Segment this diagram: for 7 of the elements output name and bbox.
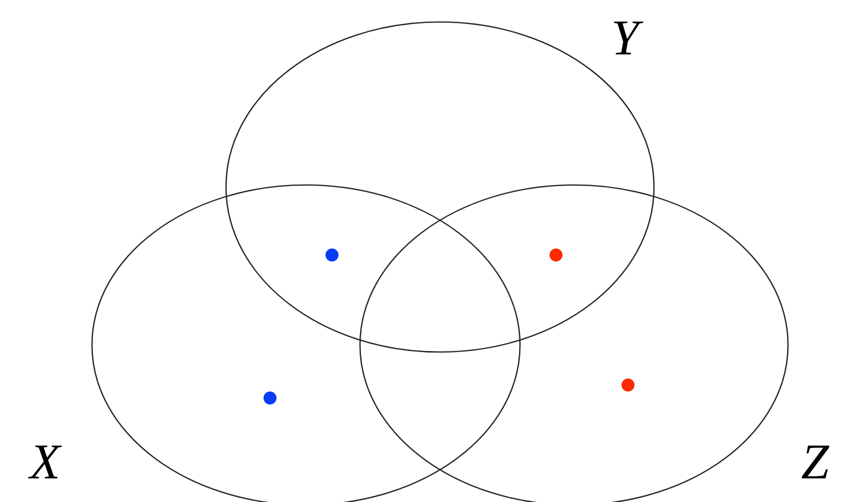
set-label: Y — [614, 22, 644, 54]
dot — [550, 248, 562, 262]
dot — [326, 248, 338, 262]
dot — [264, 392, 276, 404]
set-label: Z — [802, 446, 830, 478]
set-label: X — [28, 446, 62, 478]
dot — [622, 378, 634, 392]
